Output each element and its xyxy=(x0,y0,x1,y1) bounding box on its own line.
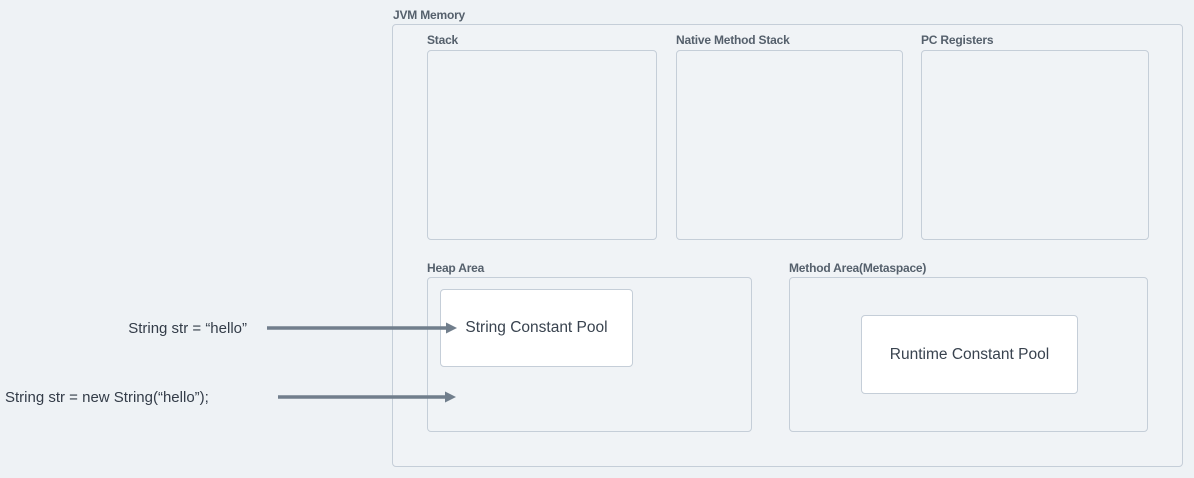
runtime-constant-pool-label: Runtime Constant Pool xyxy=(889,345,1050,363)
annotation-string-literal: String str = “hello” xyxy=(128,320,247,337)
string-constant-pool-node: String Constant Pool xyxy=(440,289,633,367)
heap-area-label: Heap Area xyxy=(427,261,485,275)
stack-label: Stack xyxy=(427,33,459,47)
native-method-stack-box xyxy=(676,50,903,240)
heap-area-box xyxy=(427,277,752,432)
native-method-stack-label: Native Method Stack xyxy=(676,33,790,47)
method-area-box xyxy=(789,277,1148,432)
method-area-label: Method Area(Metaspace) xyxy=(789,261,927,275)
jvm-memory-label: JVM Memory xyxy=(393,8,466,22)
runtime-constant-pool-node: Runtime Constant Pool xyxy=(861,315,1078,394)
annotation-string-new: String str = new String(“hello”); xyxy=(5,389,209,406)
pc-registers-box xyxy=(921,50,1149,240)
string-constant-pool-label: String Constant Pool xyxy=(465,319,608,336)
pc-registers-label: PC Registers xyxy=(921,33,994,47)
stack-box xyxy=(427,50,657,240)
